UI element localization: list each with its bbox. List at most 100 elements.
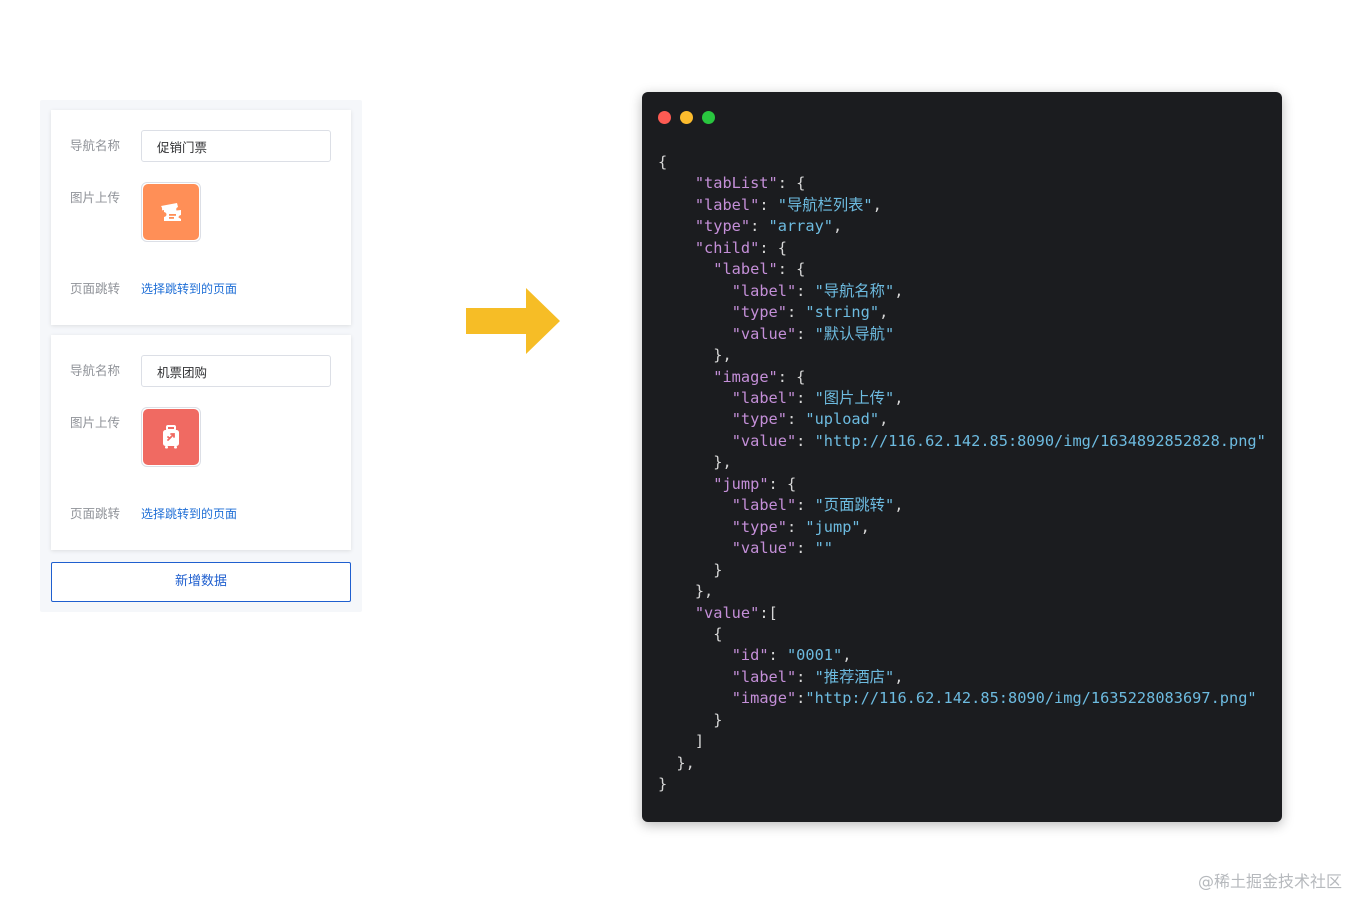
code-line: "value": "默认导航" <box>658 324 895 343</box>
json-punctuation <box>658 217 695 235</box>
code-line: "label": "图片上传", <box>658 388 904 407</box>
json-punctuation <box>658 325 732 343</box>
window-maximize-dot[interactable] <box>702 111 715 124</box>
json-punctuation: : <box>786 517 806 536</box>
json-punctuation <box>658 260 713 278</box>
json-punctuation: ] <box>658 732 705 751</box>
code-line: "value":[ <box>658 604 778 622</box>
json-string: "upload" <box>805 410 880 429</box>
json-string: "array" <box>768 217 833 236</box>
json-key: "child" <box>694 238 760 257</box>
json-key: "type" <box>731 410 787 429</box>
json-punctuation: , <box>894 388 904 407</box>
json-punctuation: , <box>872 195 882 214</box>
json-punctuation: : <box>768 646 787 665</box>
json-punctuation <box>658 646 732 664</box>
json-key: "tabList" <box>694 174 778 193</box>
code-line: "type": "string", <box>658 303 889 322</box>
json-punctuation: : <box>796 667 815 686</box>
json-key: "label" <box>731 281 797 300</box>
json-punctuation <box>658 689 732 707</box>
json-key: "label" <box>731 667 797 686</box>
json-punctuation: : <box>796 539 815 558</box>
nav-name-input[interactable] <box>141 355 331 387</box>
json-punctuation: : <box>750 217 769 236</box>
json-punctuation: : <box>759 195 778 214</box>
json-punctuation: } <box>658 775 668 794</box>
json-key: "id" <box>731 646 769 665</box>
json-code-block: { "tabList": { "label": "导航栏列表", "type":… <box>658 152 1266 796</box>
image-upload-thumbnail[interactable] <box>141 182 201 242</box>
nav-name-label: 导航名称 <box>70 138 121 153</box>
json-punctuation <box>658 518 732 536</box>
json-punctuation: : <box>796 388 815 407</box>
json-string: "导航栏列表" <box>777 195 873 214</box>
code-line: }, <box>658 582 713 600</box>
json-punctuation: : <box>786 410 806 429</box>
json-punctuation: : { <box>777 367 806 386</box>
ticket-icon <box>143 184 199 240</box>
select-jump-page-link[interactable]: 选择跳转到的页面 <box>141 507 238 521</box>
json-punctuation <box>658 174 695 192</box>
json-punctuation <box>658 432 732 450</box>
nav-config-panel: 导航名称 图片上传 页面跳转 选择跳转到的页面 导航名称 图片上传 <box>40 100 362 612</box>
json-key: "type" <box>731 517 787 536</box>
watermark-text: @稀土掘金技术社区 <box>1197 872 1342 891</box>
json-punctuation: { <box>658 624 723 643</box>
window-minimize-dot[interactable] <box>680 111 693 124</box>
window-close-dot[interactable] <box>658 111 671 124</box>
json-punctuation: } <box>658 560 723 579</box>
code-line: { <box>658 153 667 171</box>
code-line: "label": "推荐酒店", <box>658 667 904 686</box>
nav-item-card: 导航名称 图片上传 页面跳转 选择跳转到的页面 <box>51 335 351 550</box>
json-string: "" <box>814 539 833 558</box>
json-punctuation: , <box>879 410 889 429</box>
json-punctuation: : { <box>777 260 806 279</box>
code-line: } <box>658 561 722 579</box>
json-key: "value" <box>731 539 797 558</box>
json-punctuation: , <box>894 496 904 515</box>
nav-name-input[interactable] <box>141 130 331 162</box>
code-line: "tabList": { <box>658 174 806 193</box>
image-upload-thumbnail[interactable] <box>141 407 201 467</box>
code-line: "id": "0001", <box>658 646 852 665</box>
json-punctuation <box>658 668 732 686</box>
json-punctuation: : <box>786 303 806 322</box>
json-punctuation: : <box>796 324 815 343</box>
json-punctuation: : <box>796 431 815 450</box>
json-key: "value" <box>694 603 760 622</box>
json-punctuation: : <box>796 281 815 300</box>
json-string: "http://116.62.142.85:8090/img/163522808… <box>805 689 1257 708</box>
json-punctuation <box>658 196 695 214</box>
json-punctuation: : { <box>777 174 806 193</box>
code-line: "label": "页面跳转", <box>658 496 904 515</box>
json-punctuation <box>658 389 732 407</box>
json-punctuation: }, <box>658 582 714 601</box>
code-line: } <box>658 775 667 793</box>
select-jump-page-link[interactable]: 选择跳转到的页面 <box>141 282 238 296</box>
nav-name-label: 导航名称 <box>70 363 121 378</box>
code-line: }, <box>658 754 694 772</box>
json-key: "label" <box>713 260 778 279</box>
json-punctuation: , <box>842 646 852 665</box>
json-punctuation: : <box>796 689 806 708</box>
json-punctuation: : { <box>759 238 787 257</box>
code-line: "label": "导航名称", <box>658 281 904 300</box>
json-punctuation: : <box>796 496 815 515</box>
json-punctuation: , <box>894 667 904 686</box>
json-punctuation <box>658 604 695 622</box>
page-jump-label: 页面跳转 <box>70 281 121 296</box>
json-string: "jump" <box>805 517 861 536</box>
nav-item-card: 导航名称 图片上传 页面跳转 选择跳转到的页面 <box>51 110 351 325</box>
json-punctuation: : { <box>768 474 797 493</box>
json-string: "页面跳转" <box>814 496 895 515</box>
json-punctuation: }, <box>658 346 732 365</box>
json-string: "推荐酒店" <box>814 667 895 686</box>
json-punctuation: { <box>658 153 668 171</box>
add-data-button[interactable]: 新增数据 <box>51 562 351 602</box>
luggage-icon <box>143 409 199 465</box>
json-string: "http://116.62.142.85:8090/img/163489285… <box>814 431 1266 450</box>
json-key: "image" <box>713 367 778 386</box>
json-string: "0001" <box>786 646 843 665</box>
json-string: "string" <box>805 303 880 322</box>
